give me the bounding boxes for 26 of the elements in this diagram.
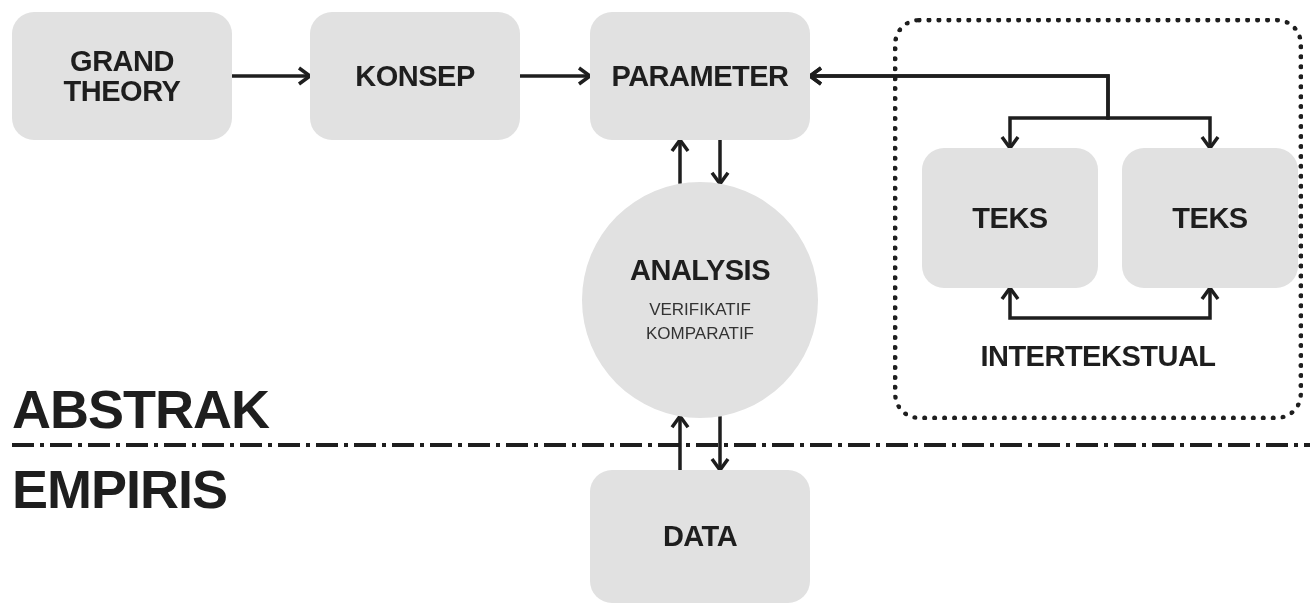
- node-subtitle: VERIFIKATIF KOMPARATIF: [645, 298, 755, 346]
- node-title: TEKS: [1172, 202, 1248, 234]
- arrow: [710, 140, 730, 186]
- arrow: [710, 416, 730, 472]
- zone-label: ABSTRAK: [12, 378, 269, 440]
- node-title: TEKS: [972, 202, 1048, 234]
- process-box: [922, 148, 1098, 288]
- node-title: GRAND THEORY: [62, 45, 182, 107]
- process-box: [590, 470, 810, 603]
- zone-label: EMPIRIS: [12, 458, 228, 520]
- arrow: [670, 414, 690, 470]
- group-title: INTERTEKSTUAL: [979, 340, 1217, 373]
- process-box: [1122, 148, 1298, 288]
- arrow: [232, 66, 312, 86]
- arrow: [520, 66, 592, 86]
- process-box: [590, 12, 810, 140]
- node-title: DATA: [662, 521, 738, 552]
- arrow: [808, 66, 1220, 150]
- arrow: [670, 138, 690, 184]
- arrow: [1000, 286, 1220, 320]
- node-title: ANALYSIS: [630, 255, 770, 286]
- node-title: PARAMETER: [611, 60, 789, 92]
- process-box: [310, 12, 520, 140]
- process-box: [12, 12, 232, 140]
- node-title: KONSEP: [355, 60, 475, 92]
- dotted-group-frame: [893, 18, 1303, 420]
